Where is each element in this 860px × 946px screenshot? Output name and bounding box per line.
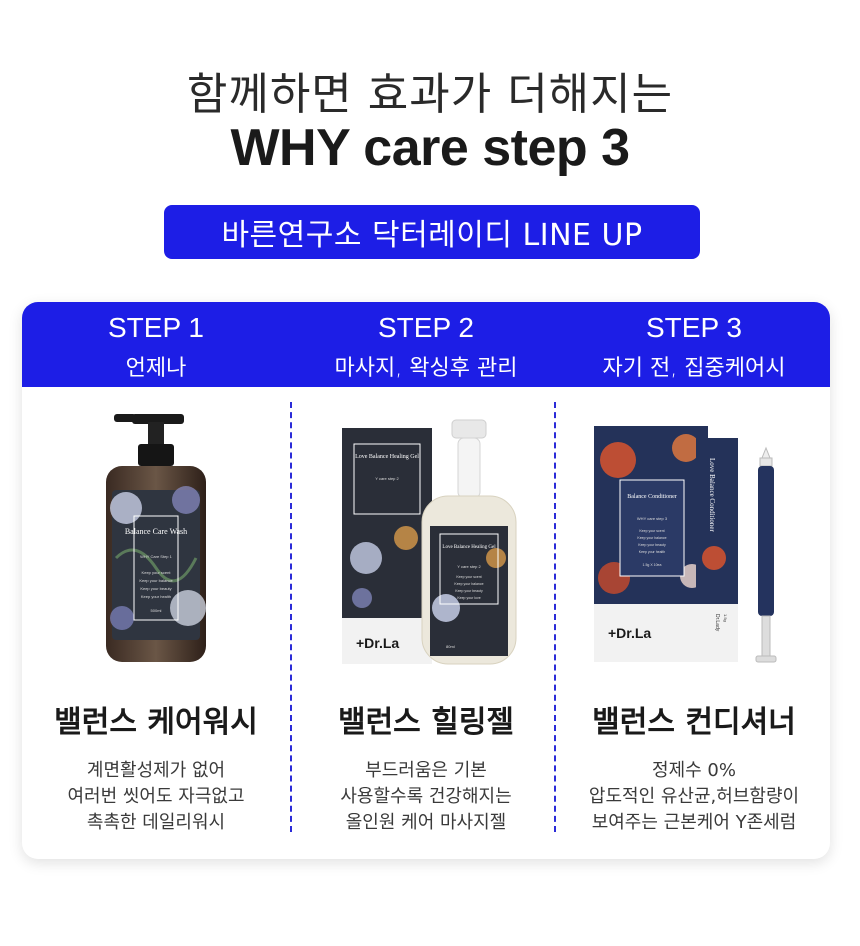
column-divider	[554, 402, 556, 832]
sachet-label: Love Balance Conditioner	[708, 458, 716, 533]
step-label: STEP 2	[378, 312, 474, 343]
product-description: 계면활성제가 없어 여러번 씻어도 자극없고 촉촉한 데일리워시	[22, 758, 290, 836]
box-volume: 1.5g X 10ea	[643, 563, 662, 567]
description-line: 계면활성제가 없어	[86, 760, 226, 781]
description-line: 여러번 씻어도 자극없고	[67, 786, 245, 807]
description-line: 촉촉한 데일리워시	[86, 812, 226, 833]
description-line: 보여주는 근본케어 Y존세럼	[591, 812, 797, 833]
lineup-card: STEP 1 언제나 Balance Care Wash WH	[22, 302, 830, 859]
step-label: STEP 1	[108, 312, 204, 343]
box-line: Keep your beauty	[638, 543, 666, 547]
label-volume: 500ml	[151, 608, 162, 613]
column-divider	[290, 402, 292, 832]
step-1-column: STEP 1 언제나 Balance Care Wash WH	[22, 302, 290, 859]
label-tag: WHY Care Step 1	[140, 554, 172, 559]
bottle-product-name: Love Balance Healing Gel	[442, 545, 496, 550]
page-title: WHY care step 3	[230, 119, 630, 177]
label-line: Keep your balance	[139, 578, 173, 583]
conditioner-image: Balance Conditioner WHY care step 3 Keep…	[594, 426, 777, 663]
card-header	[22, 302, 830, 387]
product-name: 밸런스 힐링젤	[337, 705, 515, 740]
step-timing: 자기 전, 집중케어시	[602, 356, 786, 381]
step-label: STEP 3	[646, 312, 742, 343]
care-wash-bottle-image: Balance Care Wash WHY Care Step 1 Keep y…	[106, 414, 206, 662]
brand-logo: +Dr.La	[608, 625, 651, 641]
box-tag: Y care step 2	[375, 476, 399, 481]
sachet-brand: Dr.Lady	[714, 614, 720, 632]
box-line: Keep your scent	[639, 529, 664, 533]
product-name: 밸런스 컨디셔너	[592, 705, 796, 740]
healing-gel-image: Love Balance Healing Gel Y care step 2 +…	[342, 419, 517, 665]
brand-logo: +Dr.La	[356, 635, 399, 651]
description-line: 올인원 케어 마사지젤	[345, 812, 507, 833]
bottle-line: Keep your scent	[456, 575, 481, 579]
sachet-volume: 1.5g	[723, 614, 728, 622]
description-line: 압도적인 유산균,허브함량이	[588, 786, 800, 807]
box-product-name: Balance Conditioner	[627, 494, 677, 500]
bottle-volume: 80ml	[446, 644, 455, 649]
box-line: Keep your balance	[637, 536, 666, 540]
description-line: 부드러움은 기본	[365, 760, 487, 781]
label-line: Keep your beauty	[140, 586, 171, 591]
step-timing: 마사지, 왁싱후 관리	[334, 356, 518, 381]
step-timing: 언제나	[125, 356, 187, 381]
label-product-name: Balance Care Wash	[125, 527, 187, 536]
label-line: Keep your health	[141, 594, 171, 599]
product-name: 밸런스 케어워시	[54, 705, 258, 740]
lineup-badge: 바른연구소 닥터레이디 LINE UP	[164, 205, 700, 259]
bottle-tag: Y care step 2	[457, 564, 481, 569]
step-3-column: STEP 3 자기 전, 집중케어시 Balance Conditioner W…	[560, 302, 828, 859]
product-description: 정제수 0% 압도적인 유산균,허브함량이 보여주는 근본케어 Y존세럼	[560, 758, 828, 836]
box-tag: WHY care step 3	[637, 516, 668, 521]
box-line: Keep your health	[639, 550, 666, 554]
bottle-line: Keep your beauty	[455, 589, 483, 593]
label-line: Keep your scent	[142, 570, 172, 575]
bottle-line: Keep your balance	[454, 582, 483, 586]
product-description: 부드러움은 기본 사용할수록 건강해지는 올인원 케어 마사지젤	[292, 758, 560, 836]
headline: 함께하면 효과가 더해지는	[186, 69, 674, 120]
bottle-line: Keep your love	[457, 596, 480, 600]
description-line: 사용할수록 건강해지는	[340, 786, 512, 807]
step-2-column: STEP 2 마사지, 왁싱후 관리 Love Balance Healing …	[292, 302, 560, 859]
box-product-name: Love Balance Healing Gel	[355, 454, 419, 460]
description-line: 정제수 0%	[652, 760, 736, 781]
